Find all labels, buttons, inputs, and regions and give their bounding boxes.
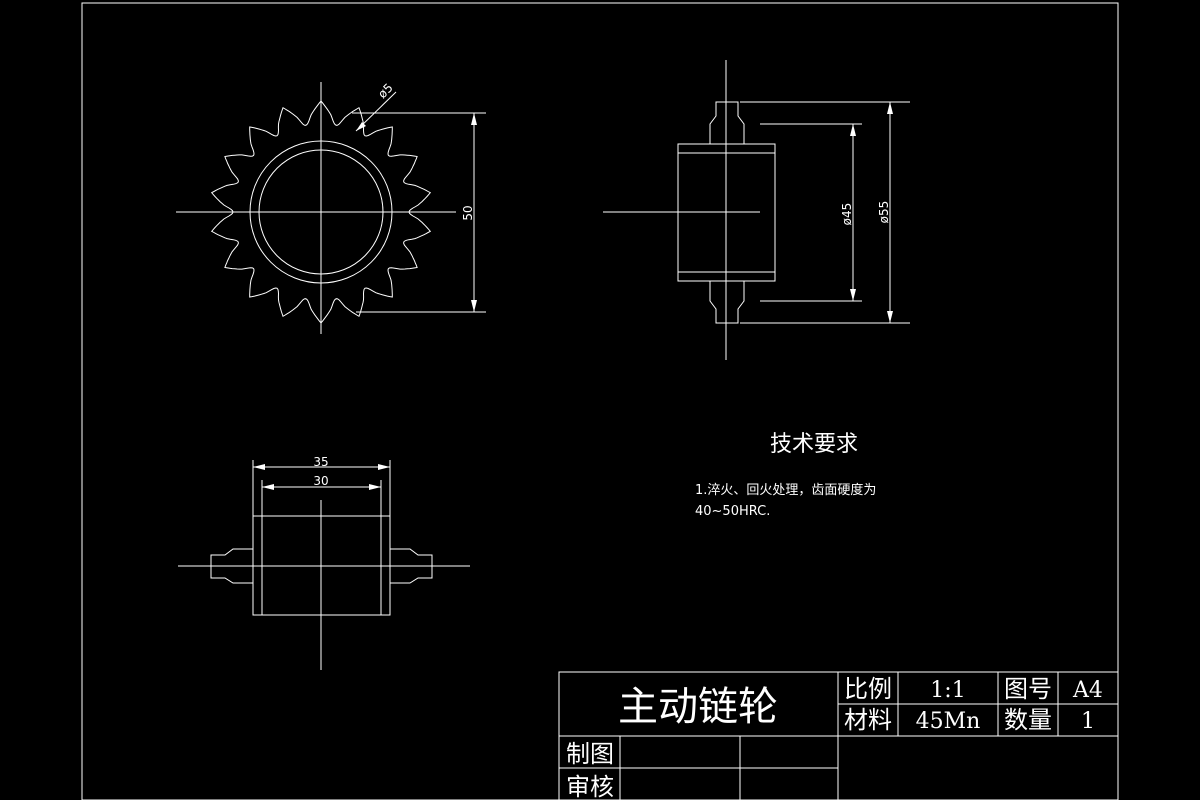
side-view: ø45 ø55 xyxy=(603,60,910,360)
tech-line-1: 1.淬火、回火处理，齿面硬度为 xyxy=(695,482,876,498)
reviewed-by-label: 审核 xyxy=(566,773,614,800)
dim-arrow-top xyxy=(471,113,477,125)
title-block: 主动链轮 比例 1:1 图号 A4 材料 45Mn 数量 1 制图 审核 xyxy=(558,671,1119,800)
dim-height-label: 50 xyxy=(461,205,475,220)
bottom-tooth-right xyxy=(389,548,433,584)
material-label: 材料 xyxy=(844,706,892,734)
dim-arrow-bottom xyxy=(471,300,477,312)
tooth-section-top xyxy=(709,101,745,145)
drawing-no-value: A4 xyxy=(1072,678,1103,703)
dim-outer-label: ø55 xyxy=(877,201,891,224)
part-name: 主动链轮 xyxy=(618,684,778,730)
dim-inner-label: ø45 xyxy=(840,203,854,226)
drawn-by-label: 制图 xyxy=(566,740,614,768)
dim45-arrow-top xyxy=(850,124,856,136)
tech-requirements: 技术要求 1.淬火、回火处理，齿面硬度为 40~50HRC. xyxy=(695,432,876,519)
quantity-value: 1 xyxy=(1081,709,1095,734)
dim-hub-label: 30 xyxy=(313,474,328,488)
tech-title: 技术要求 xyxy=(770,432,858,457)
dim-hole-label: ø5 xyxy=(375,81,395,101)
dim-overall-label: 35 xyxy=(313,455,328,469)
front-view: 50 ø5 xyxy=(176,81,486,334)
dim35-arrow-left xyxy=(253,464,265,470)
hole-leader-arrow xyxy=(356,122,366,131)
drawing-no-label: 图号 xyxy=(1004,675,1052,703)
tooth-section-bottom xyxy=(709,280,745,324)
dim55-arrow-bottom xyxy=(887,311,893,323)
scale-label: 比例 xyxy=(844,675,892,703)
material-value: 45Mn xyxy=(916,709,981,734)
dim45-arrow-bottom xyxy=(850,289,856,301)
tech-line-2: 40~50HRC. xyxy=(695,504,770,519)
bottom-view: 35 30 xyxy=(178,455,470,670)
dim30-arrow-right xyxy=(369,484,381,490)
dim55-arrow-top xyxy=(887,102,893,114)
quantity-label: 数量 xyxy=(1004,706,1052,734)
scale-value: 1:1 xyxy=(930,678,965,703)
dim35-arrow-right xyxy=(378,464,390,470)
bottom-tooth-left xyxy=(210,548,254,584)
dim30-arrow-left xyxy=(262,484,274,490)
drawing-frame xyxy=(81,2,1119,800)
